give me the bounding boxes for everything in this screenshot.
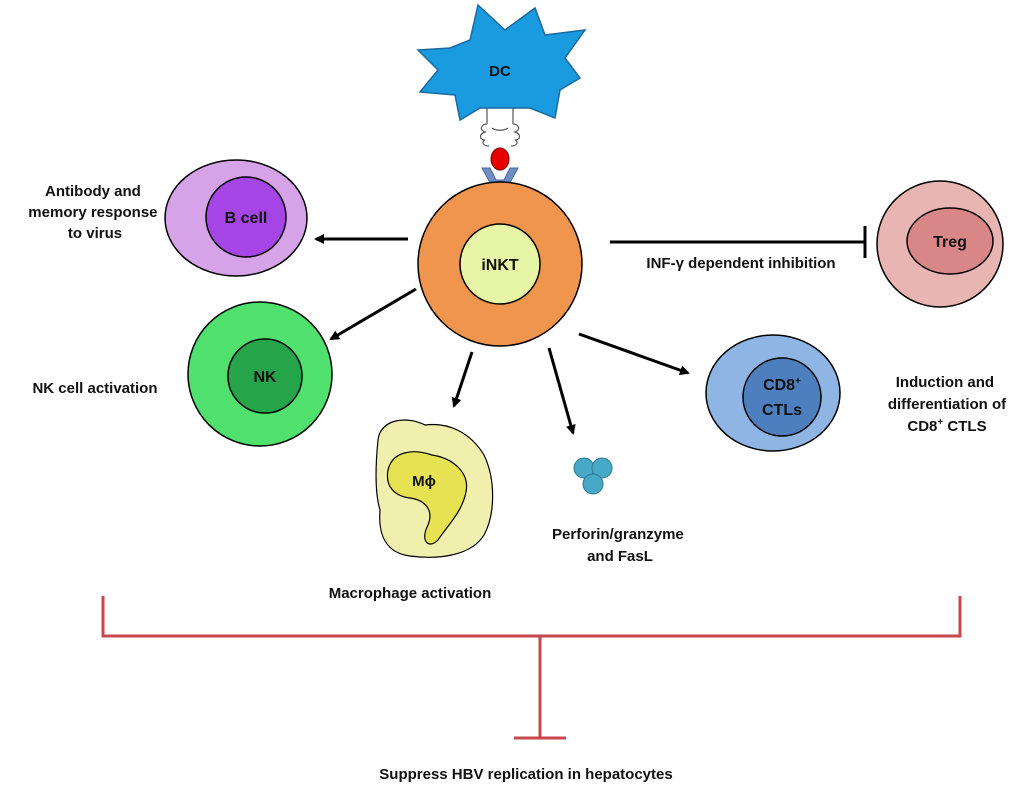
cd8-label-line1: CD8+ <box>763 376 801 394</box>
macrophage-activation-label: Macrophage activation <box>329 585 492 602</box>
macrophage-label: Mϕ <box>412 473 436 490</box>
nk-label: NK <box>253 369 277 386</box>
arrow-to-perforin <box>547 347 576 435</box>
dc-label: DC <box>489 63 511 80</box>
bcell-inner <box>205 176 287 258</box>
treg-label: Treg <box>933 234 967 251</box>
inf-inhibition-label: INF-γ dependent inhibition <box>646 255 835 272</box>
treg-cell: Treg <box>876 180 1004 308</box>
macrophage: Mϕ <box>375 419 494 558</box>
perforin-label: Perforin/granzyme and FasL <box>552 526 688 565</box>
cd8-inner <box>742 357 822 437</box>
dendritic-cell: DC <box>416 3 587 122</box>
inkt-label: iNKT <box>481 257 519 274</box>
nk-activation-label: NK cell activation <box>32 380 157 397</box>
dc-body <box>416 3 587 122</box>
arrow-to-macrophage <box>451 351 474 408</box>
cd1d-molecule <box>479 108 521 147</box>
arrow-to-cd8 <box>578 332 690 376</box>
suppression-bracket <box>101 596 962 740</box>
perforin-granules <box>573 457 613 495</box>
inkt-cell: iNKT <box>417 181 583 347</box>
arrows <box>314 234 690 435</box>
bcell-label: B cell <box>225 210 268 227</box>
antibody-label: Antibody and memory response to virus <box>28 183 161 242</box>
inkt-inner <box>459 223 541 305</box>
granule <box>591 457 613 479</box>
treg-inhibition <box>610 226 867 258</box>
macrophage-nucleus <box>386 451 468 545</box>
cd8-ctl-cell: CD8+ CTLs <box>705 334 841 452</box>
induction-label-last: CD8+ CTLS <box>907 417 986 435</box>
granule <box>582 473 604 495</box>
induction-label: Induction and differentiation of <box>888 374 1007 413</box>
cd8-label-line2: CTLs <box>762 402 802 419</box>
treg-inner <box>906 207 994 275</box>
lipid-antigen <box>490 147 510 171</box>
arrow-to-nk <box>329 287 417 341</box>
suppress-label: Suppress HBV replication in hepatocytes <box>379 766 672 783</box>
nk-cell: NK <box>187 301 333 447</box>
nk-inner <box>227 338 303 414</box>
b-cell: B cell <box>164 159 308 277</box>
